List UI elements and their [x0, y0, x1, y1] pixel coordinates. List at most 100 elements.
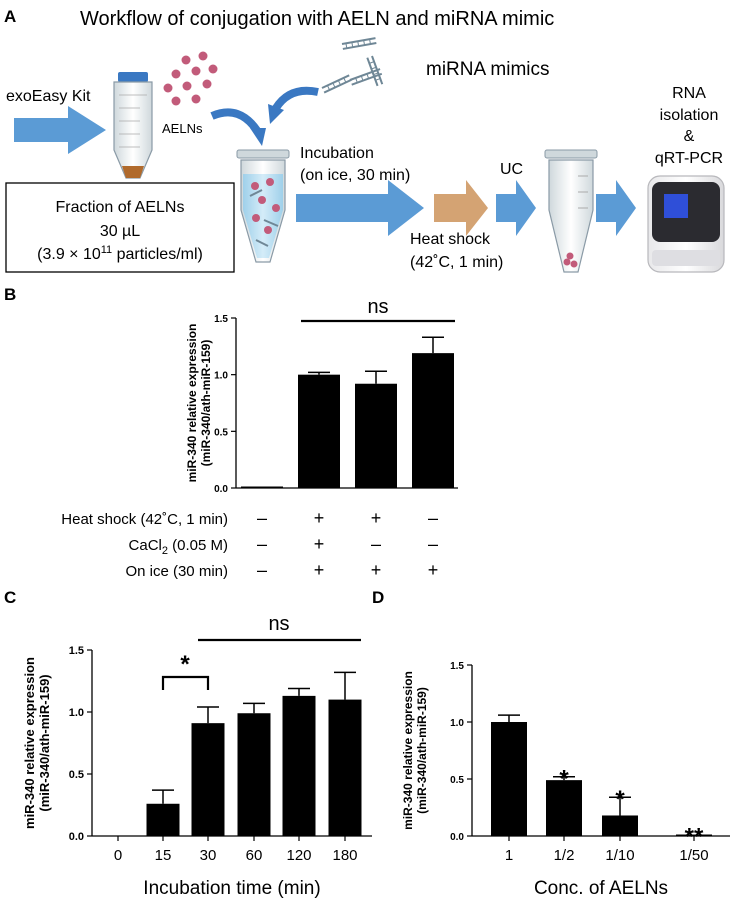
- chart-c-x-tick-label: 180: [332, 847, 357, 864]
- chart-c-bar: [237, 713, 271, 836]
- chart-d-y-tick-label: 1.0: [450, 718, 464, 729]
- condition-sign: –: [257, 534, 267, 554]
- incubation-label: Incubation: [300, 145, 374, 162]
- condition-label-cacl2: CaCl2 (0.05 M): [129, 537, 228, 557]
- chart-c-y-label-sub: (miR-340/ath-miR-159): [37, 674, 52, 811]
- condition-sign: +: [314, 534, 325, 554]
- chart-c-y-label: miR-340 relative expression: [22, 657, 37, 829]
- chart-c-bar: [191, 723, 225, 836]
- condition-sign: –: [428, 508, 438, 528]
- chart-c-x-tick-label: 120: [286, 847, 311, 864]
- qrt-pcr-label: qRT-PCR: [655, 150, 723, 167]
- ampersand-label: &: [684, 128, 695, 145]
- condition-label-on-ice: On ice (30 min): [125, 563, 228, 580]
- incubation-conditions: (on ice, 30 min): [300, 167, 410, 184]
- panel-c-letter: C: [4, 588, 16, 607]
- qpcr-machine-icon: [647, 175, 725, 273]
- chart-d-x-label: Conc. of AELNs: [534, 878, 668, 899]
- chart-b-y-tick-label: 1.0: [214, 371, 228, 382]
- heat-shock-conditions: (42˚C, 1 min): [410, 254, 503, 271]
- panel-a-title: Workflow of conjugation with AELN and mi…: [80, 8, 554, 30]
- chart-b-ns-label: ns: [367, 296, 388, 318]
- condition-sign: +: [371, 560, 382, 580]
- chart-d-y-tick-label: 1.5: [450, 661, 464, 672]
- fraction-volume: 30 µL: [100, 223, 140, 240]
- chart-c-x-tick-label: 60: [246, 847, 263, 864]
- arrow-kit-in: [14, 106, 106, 154]
- chart-d-significance: *: [559, 766, 569, 793]
- condition-label-heat-shock: Heat shock (42˚C, 1 min): [61, 511, 228, 528]
- condition-signs: – + + – – + – – – + + +: [257, 508, 438, 580]
- chart-d-y-tick-label: 0.0: [450, 832, 464, 843]
- chart-d-bar: [491, 722, 527, 836]
- chart-d-significance: **: [685, 823, 704, 850]
- condition-sign: –: [257, 560, 267, 580]
- heat-shock-arrow: [434, 180, 488, 236]
- chart-d-bar: [676, 834, 712, 836]
- chart-c-bar: [282, 695, 316, 836]
- aeln-particles-icon: [163, 51, 218, 106]
- incubation-arrow: [296, 180, 424, 236]
- chart-c-y-tick-label: 0.5: [69, 769, 84, 781]
- chart-c-x-label: Incubation time (min): [143, 878, 320, 899]
- condition-sign: +: [428, 560, 439, 580]
- chart-c-bar: [328, 699, 362, 836]
- chart-d-bar: [602, 815, 638, 836]
- centrifuge-tube-icon: [544, 149, 598, 273]
- condition-sign: –: [257, 508, 267, 528]
- chart-c-star-bracket: [161, 675, 210, 690]
- chart-b-bar: [241, 486, 283, 488]
- chart-d-x-tick-label: 1/10: [605, 847, 634, 864]
- chart-d-x-tick-label: 1: [505, 847, 513, 864]
- chart-c-bar: [146, 803, 180, 836]
- curved-arrow-left: [210, 108, 266, 146]
- heat-shock-label: Heat shock: [410, 231, 491, 248]
- condition-sign: +: [314, 560, 325, 580]
- exoeasy-kit-label: exoEasy Kit: [6, 88, 91, 105]
- chart-b-bar: [298, 374, 340, 488]
- chart-d-significance: *: [615, 786, 625, 813]
- panel-b: B 0.0 0.5 1.0 1.5 miR-340 relative expressio…: [4, 285, 458, 580]
- aelns-label: AELNs: [162, 121, 203, 136]
- chart-d-y-tick-label: 0.5: [450, 775, 464, 786]
- fraction-box: [5, 182, 235, 273]
- chart-b-bar: [355, 383, 397, 488]
- chart-b-y-tick-label: 0.5: [214, 427, 228, 438]
- condition-sign: –: [428, 534, 438, 554]
- fraction-title: Fraction of AELNs: [56, 199, 185, 216]
- mixing-tube-icon: [236, 149, 290, 263]
- fraction-concentration: (3.9 × 1011 particles/ml): [37, 244, 203, 263]
- chart-d-y-label: miR-340 relative expression: [401, 671, 415, 830]
- condition-sign: –: [371, 534, 381, 554]
- chart-c-x-tick-label: 0: [114, 847, 122, 864]
- uc-label: UC: [500, 161, 523, 178]
- chart-d: 0.0 0.5 1.0 1.5 miR-340 relative expression(…: [401, 661, 730, 899]
- chart-b-bar: [412, 353, 454, 488]
- chart-d-bar: [546, 780, 582, 836]
- chart-b-y-tick-label: 0.0: [214, 484, 228, 495]
- panel-a: A Workflow of conjugation with AELN and …: [4, 7, 725, 273]
- chart-b-y-tick-label: 1.5: [214, 314, 228, 325]
- uc-arrow: [496, 180, 536, 236]
- condition-sign: +: [371, 508, 382, 528]
- curved-arrow-right: [268, 86, 319, 124]
- chart-d-x-tick-label: 1/2: [554, 847, 575, 864]
- mirna-mimic-icons: [321, 37, 384, 94]
- chart-c-ns-label: ns: [268, 613, 289, 635]
- chart-c-star-label: *: [180, 651, 190, 678]
- panel-a-letter: A: [4, 7, 16, 26]
- isolation-label: isolation: [660, 107, 719, 124]
- chart-c-x-tick-label: 30: [200, 847, 217, 864]
- rna-arrow: [596, 180, 636, 236]
- chart-d-x-tick-label: 1/50: [679, 847, 708, 864]
- panel-b-letter: B: [4, 285, 16, 304]
- chart-c-y-tick-label: 1.0: [69, 707, 84, 719]
- chart-b-y-label: miR-340 relative expression: [185, 324, 199, 483]
- condition-sign: +: [314, 508, 325, 528]
- chart-d-y-label-sub: (miR-340/ath-miR-159): [415, 687, 429, 814]
- chart-c-x-tick-label: 15: [155, 847, 172, 864]
